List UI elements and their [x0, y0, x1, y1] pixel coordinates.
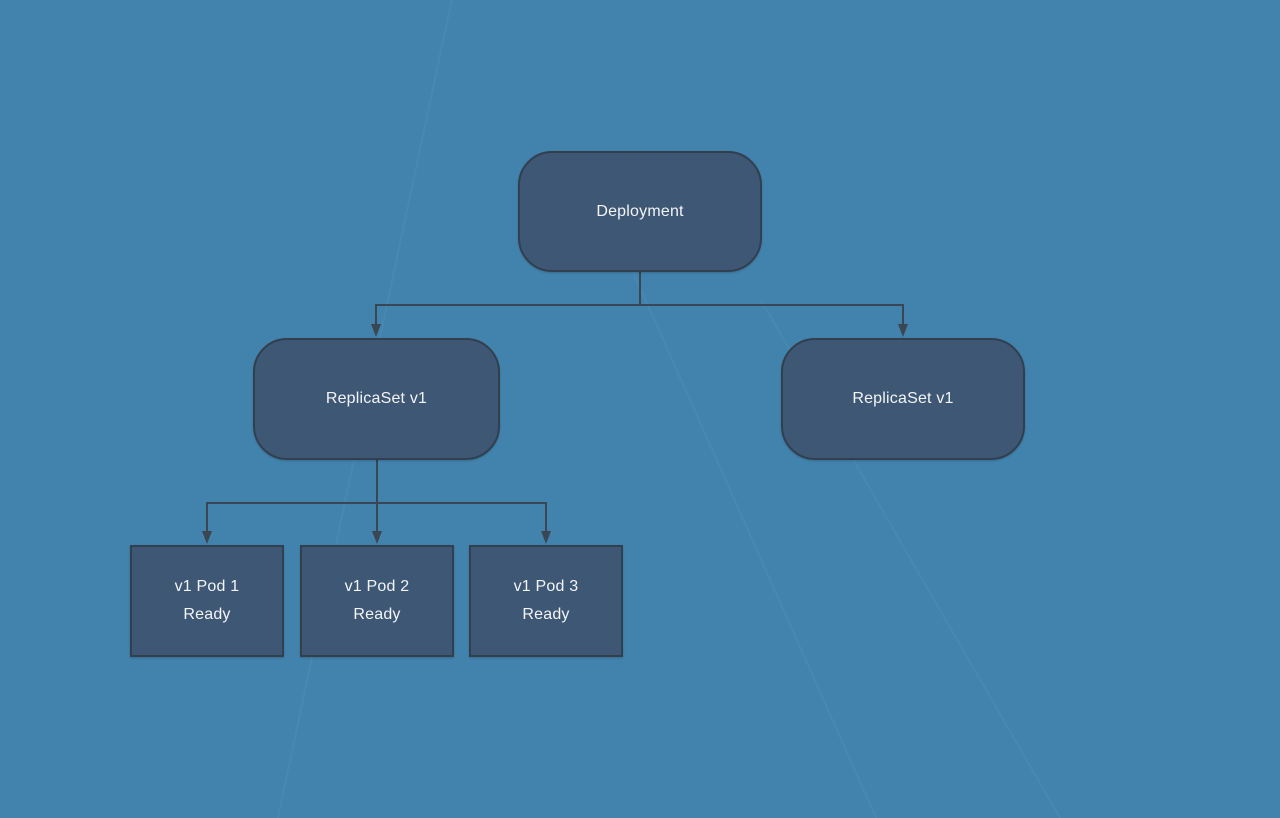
node-replicaset-left: ReplicaSet v1 [253, 338, 500, 460]
arrowhead-pod-2 [372, 531, 382, 544]
background-streak [600, 199, 968, 818]
connector-to-replicaset-right [902, 304, 904, 325]
connector-deployment-stub [639, 272, 641, 305]
connector-to-replicaset-left [375, 304, 377, 325]
arrowhead-replicaset-right [898, 324, 908, 337]
node-replicaset-right: ReplicaSet v1 [781, 338, 1025, 460]
arrowhead-pod-1 [202, 531, 212, 544]
connector-to-pod-3 [545, 502, 547, 532]
node-pod-1: v1 Pod 1 Ready [130, 545, 284, 657]
connector-to-pod-1 [206, 502, 208, 532]
node-deployment-label: Deployment [596, 202, 684, 220]
node-pod-2: v1 Pod 2 Ready [300, 545, 454, 657]
connector-to-pod-2 [376, 502, 378, 532]
arrowhead-replicaset-left [371, 324, 381, 337]
pod-3-status: Ready [522, 606, 570, 623]
node-replicaset-right-label: ReplicaSet v1 [852, 390, 954, 407]
pod-1-status: Ready [183, 606, 231, 623]
node-deployment: Deployment [518, 151, 762, 272]
connector-deployment-branch [375, 304, 904, 306]
node-pod-3: v1 Pod 3 Ready [469, 545, 623, 657]
node-replicaset-left-label: ReplicaSet v1 [325, 390, 428, 407]
arrowhead-pod-3 [541, 531, 551, 544]
pod-3-title: v1 Pod 3 [513, 578, 579, 595]
pod-1-title: v1 Pod 1 [174, 578, 240, 595]
connector-replicaset-stub [376, 460, 378, 504]
pod-2-title: v1 Pod 2 [344, 578, 410, 595]
pod-2-status: Ready [353, 606, 401, 623]
